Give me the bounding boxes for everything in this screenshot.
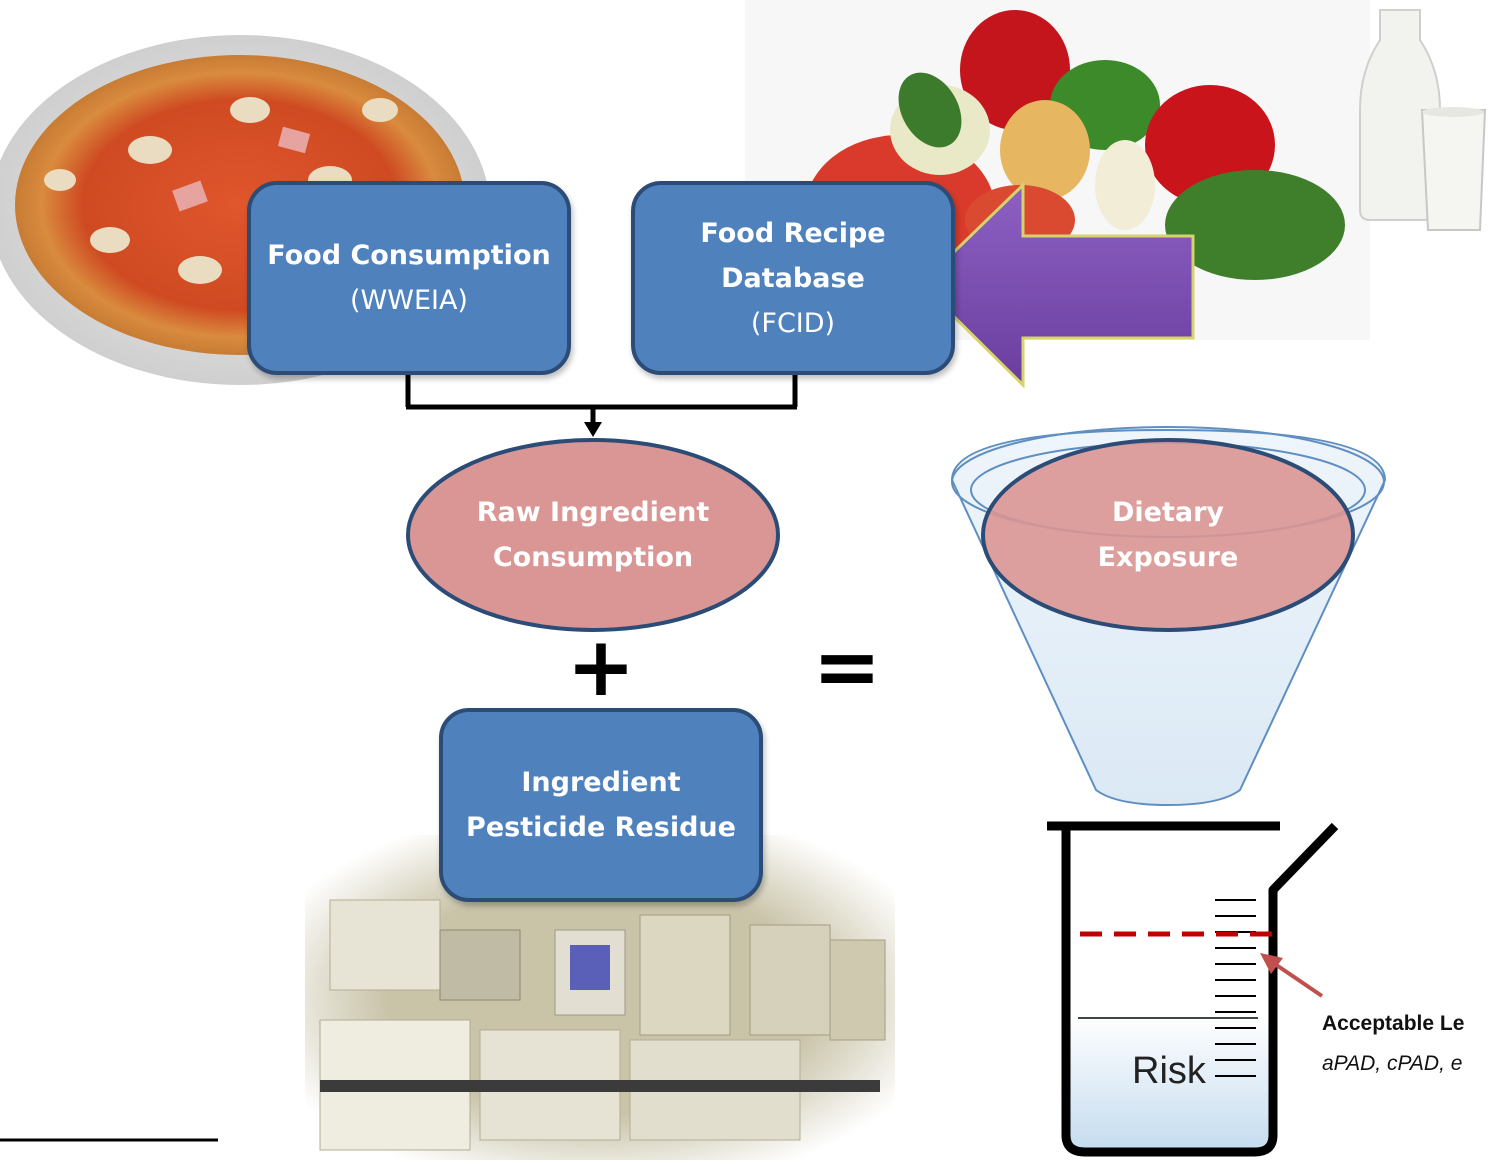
food-recipe-title-line2: Database [721,262,865,294]
raw-ingredient-label: Raw Ingredient Consumption [423,490,763,580]
connector-arrowhead [584,422,602,437]
connector [405,373,798,425]
food-consumption-box: Food Consumption (WWEIA) [247,181,571,375]
dietary-exposure-line1: Dietary [1111,497,1225,528]
food-recipe-source: (FCID) [750,307,836,339]
raw-ingredient-ellipse [406,438,780,632]
ingredient-residue-line1: Ingredient [521,767,681,798]
acceptable-level-title: Acceptable Le [1322,1012,1465,1035]
food-recipe-title-line1: Food Recipe [700,217,886,249]
pointer-arrow [1260,953,1324,998]
food-recipe-box: Food Recipe Database (FCID) [631,181,955,375]
ingredient-residue-box: Ingredient Pesticide Residue [439,708,763,902]
raw-ingredient-line2: Consumption [492,542,694,573]
acceptable-level-annotation: Acceptable Le aPAD, cPAD, e [1310,1000,1497,1100]
ingredient-residue-line2: Pesticide Residue [466,812,736,843]
purple-arrow [918,181,1195,389]
acceptable-level-sub: aPAD, cPAD, e [1322,1052,1463,1075]
dietary-exposure-ellipse [981,438,1355,632]
beaker [1045,820,1339,1157]
food-consumption-title: Food Consumption [267,240,551,271]
food-consumption-source: (WWEIA) [350,285,468,316]
dietary-exposure-line2: Exposure [1097,542,1239,573]
milk-photo [1359,9,1487,231]
laboratory-photo [305,835,895,1160]
raw-ingredient-line1: Raw Ingredient [476,497,710,528]
dietary-exposure-label: Dietary Exposure [998,490,1338,580]
plus-sign: + [566,620,636,715]
equals-sign: = [812,620,882,715]
risk-label: Risk [1132,1050,1206,1092]
